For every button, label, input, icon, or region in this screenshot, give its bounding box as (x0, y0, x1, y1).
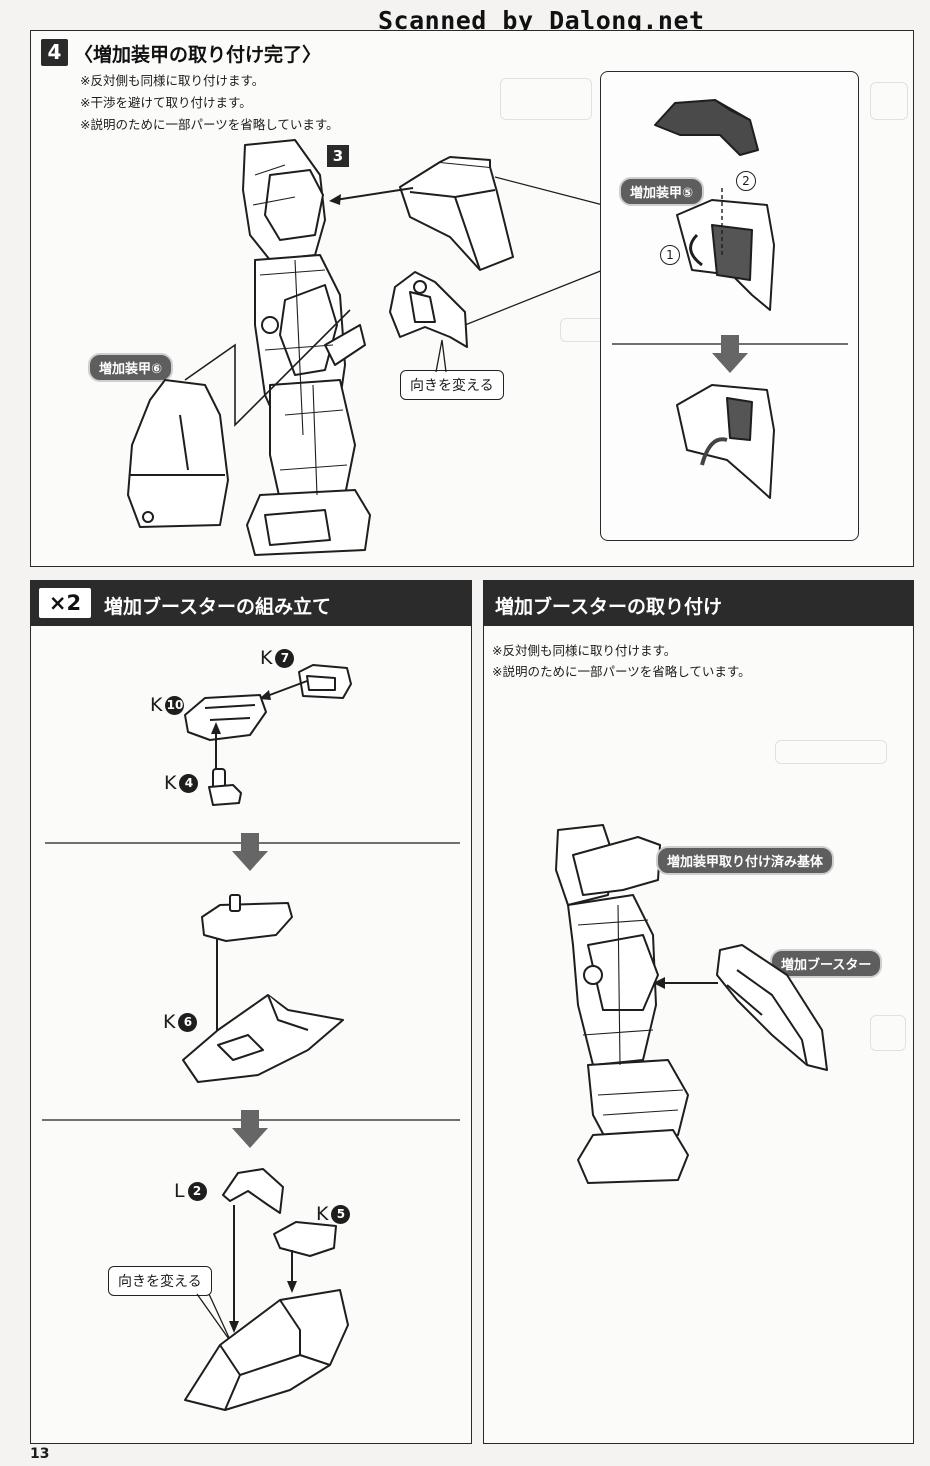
show-through-shape (870, 1015, 906, 1051)
part-k10-illustration (184, 694, 267, 741)
part-k7-illustration (298, 664, 352, 699)
attach-note-1: ※反対側も同様に取り付けます。 (492, 643, 677, 658)
label-armored-base: 増加装甲取り付け済み基体 (656, 846, 835, 875)
booster-assembly-header (31, 581, 471, 626)
armor-part-6-illustration (127, 379, 229, 528)
step4-note-3: ※説明のために一部パーツを省略しています。 (80, 117, 339, 132)
callout-pointer (196, 1293, 232, 1343)
part-number-k4: 4 (179, 774, 199, 793)
page-number: 13 (30, 1446, 50, 1462)
booster-attach-title: 増加ブースターの取り付け (495, 596, 723, 618)
show-through-shape (870, 82, 908, 120)
show-through-shape (500, 78, 592, 120)
booster-assembly-title: 増加ブースターの組み立て (104, 596, 332, 618)
subassembly-illustration (201, 894, 293, 942)
completed-booster-illustration (184, 1289, 349, 1411)
detail-part-mid (676, 185, 775, 311)
assembly-arrow (287, 1250, 297, 1293)
attach-note-2: ※説明のために一部パーツを省略しています。 (492, 664, 751, 679)
assembly-arrow (653, 977, 718, 989)
step4-number: 4 (41, 39, 68, 66)
armor-part-lower (389, 271, 468, 348)
callout-change-direction: 向きを変える (400, 370, 504, 400)
booster-attach-panel (483, 580, 914, 1444)
down-arrow (232, 833, 268, 871)
label-armor-6: 増加装甲⑥ (88, 353, 174, 382)
robot-leg-illustration (242, 139, 371, 556)
callout-pointer (435, 339, 447, 373)
armor-part-upper (399, 156, 514, 271)
sub-step-3-badge: 3 (327, 145, 349, 167)
assembly-arrow (329, 187, 414, 205)
label-booster: 増加ブースター (770, 949, 883, 978)
step-marker-2: 2 (736, 171, 756, 191)
part-k4-illustration (208, 768, 242, 806)
show-through-shape (775, 740, 887, 764)
quantity-badge: ×2 (39, 588, 91, 618)
booster-attach-header (484, 581, 913, 626)
part-number-k5: 5 (331, 1205, 351, 1224)
assembly-arrow (259, 680, 308, 700)
part-k5-illustration (273, 1221, 337, 1257)
part-number-l2: 2 (187, 1182, 207, 1201)
detail-connector-lines (464, 176, 604, 326)
assembly-arrow (229, 1205, 239, 1333)
down-arrow (232, 1110, 268, 1148)
part-k6-illustration (182, 994, 344, 1083)
part-number-k10: 10 (165, 696, 185, 715)
booster-part-illustration (716, 944, 828, 1071)
step4-note-2: ※干渉を避けて取り付けます。 (80, 95, 252, 110)
down-arrow (712, 335, 748, 373)
step4-title: 〈増加装甲の取り付け完了〉 (74, 44, 322, 66)
step-marker-1: 1 (660, 245, 680, 265)
part-number-k6: 6 (178, 1013, 198, 1032)
label-armor-5: 増加装甲⑤ (619, 177, 705, 206)
detail-part-top (654, 99, 759, 156)
zigzag-connector (184, 309, 351, 427)
part-number-k7: 7 (275, 649, 295, 668)
part-l2-illustration (222, 1168, 284, 1214)
callout-change-direction-2: 向きを変える (108, 1266, 212, 1296)
detail-part-result (676, 384, 775, 499)
step4-note-1: ※反対側も同様に取り付けます。 (80, 73, 265, 88)
armored-leg-illustration (555, 824, 689, 1184)
